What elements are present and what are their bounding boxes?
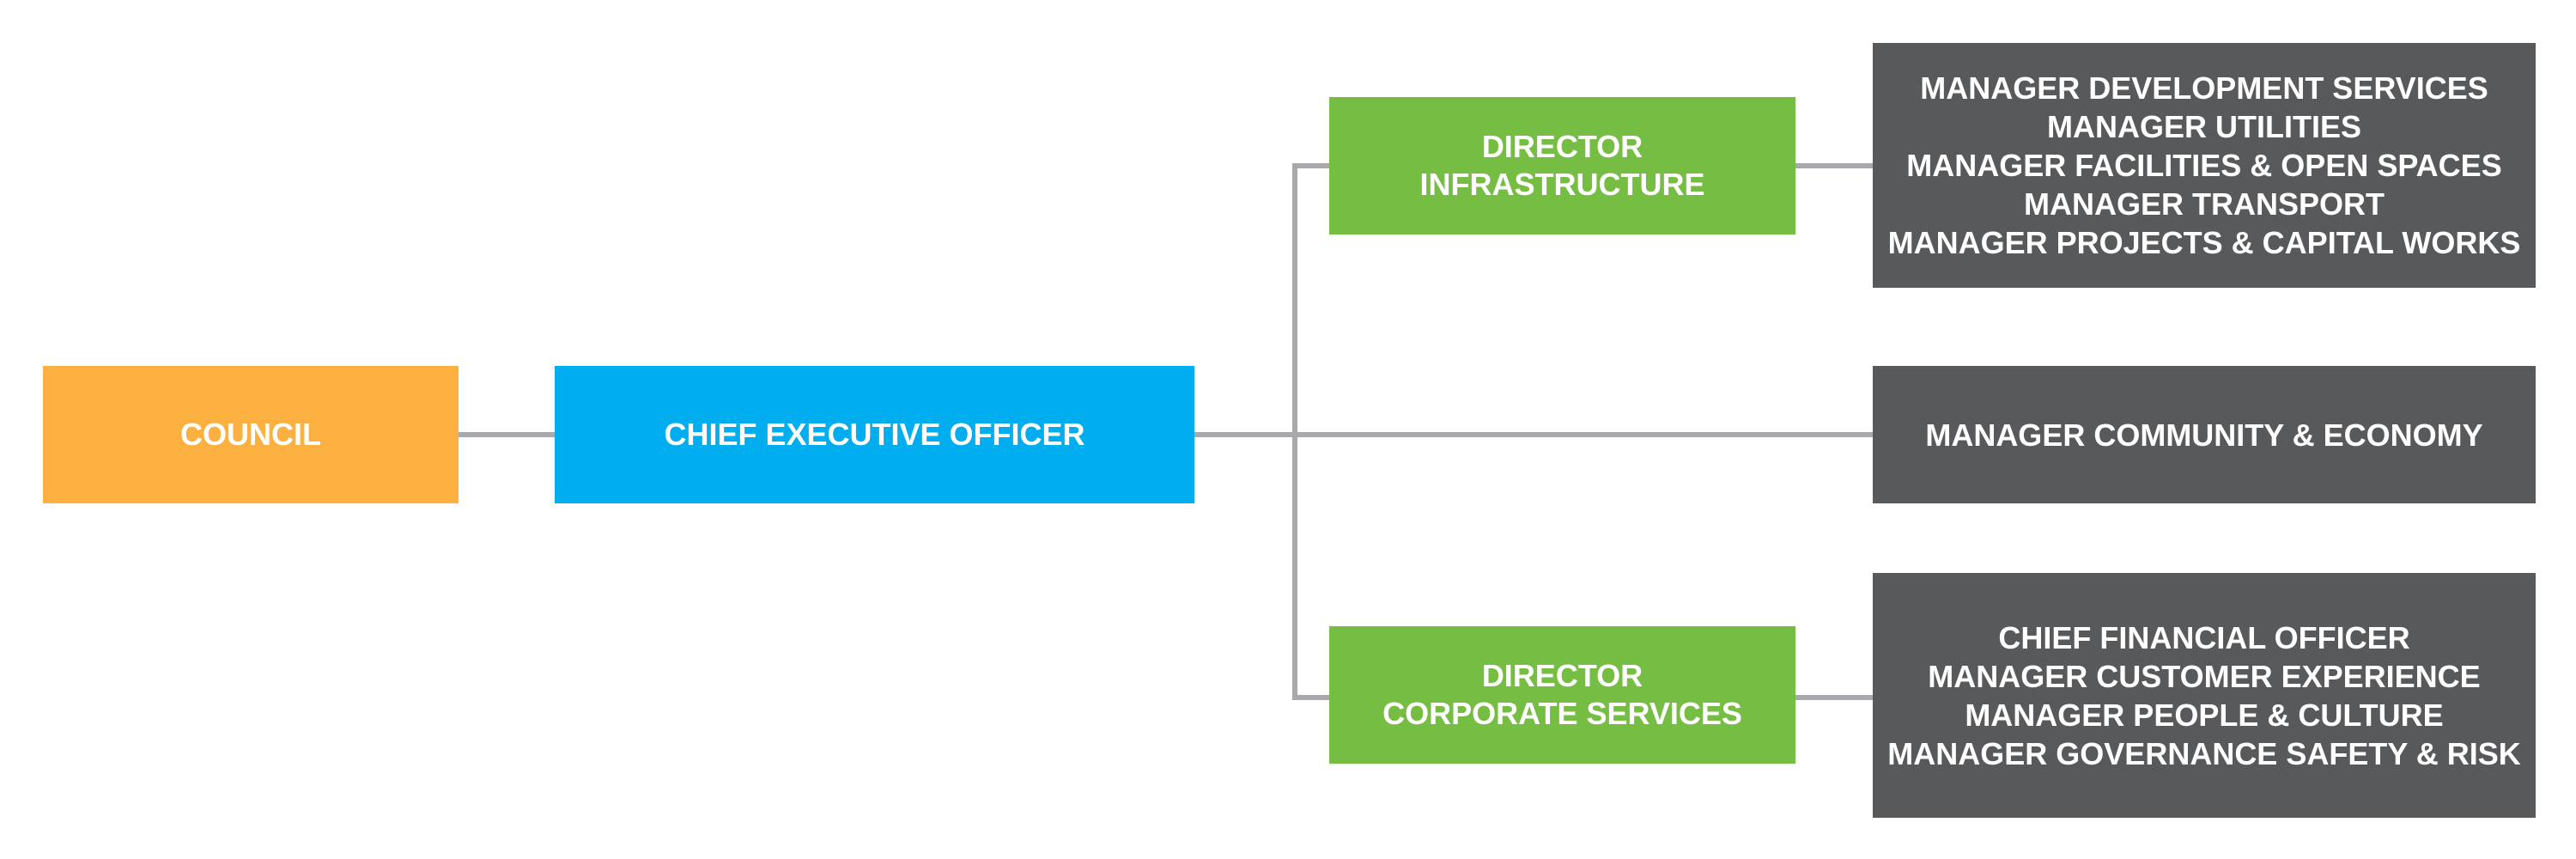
- manager-item: MANAGER DEVELOPMENT SERVICES: [1920, 70, 2488, 106]
- manager-item: MANAGER CUSTOMER EXPERIENCE: [1928, 658, 2481, 694]
- director-infrastructure-line-2: INFRASTRUCTURE: [1419, 167, 1705, 202]
- connector-council-ceo: [459, 432, 555, 437]
- director-corporate-line-2: CORPORATE SERVICES: [1382, 696, 1742, 731]
- ceo-label: CHIEF EXECUTIVE OFFICER: [664, 417, 1085, 452]
- connector-trunk-infrastructure: [1292, 163, 1329, 168]
- manager-item: MANAGER UTILITIES: [2047, 109, 2361, 144]
- infrastructure-managers-box: MANAGER DEVELOPMENT SERVICES MANAGER UTI…: [1873, 43, 2536, 288]
- connector-ceo-community: [1194, 432, 1873, 437]
- director-corporate-line-1: DIRECTOR: [1481, 658, 1643, 693]
- connector-corporate-managers: [1795, 695, 1873, 700]
- community-manager-box: MANAGER COMMUNITY & ECONOMY: [1873, 366, 2536, 503]
- director-corporate-box: DIRECTOR CORPORATE SERVICES: [1329, 626, 1795, 764]
- manager-item: MANAGER PROJECTS & CAPITAL WORKS: [1887, 225, 2521, 260]
- ceo-box: CHIEF EXECUTIVE OFFICER: [555, 366, 1194, 503]
- connector-infrastructure-managers: [1795, 163, 1873, 168]
- manager-item: CHIEF FINANCIAL OFFICER: [1998, 619, 2410, 655]
- manager-item: MANAGER GOVERNANCE SAFETY & RISK: [1887, 735, 2521, 771]
- manager-item: MANAGER PEOPLE & CULTURE: [1965, 697, 2444, 733]
- manager-item: MANAGER TRANSPORT: [2024, 186, 2385, 222]
- corporate-managers-box: CHIEF FINANCIAL OFFICER MANAGER CUSTOMER…: [1873, 573, 2536, 818]
- council-box: COUNCIL: [43, 366, 459, 503]
- council-label: COUNCIL: [180, 417, 321, 452]
- manager-item: MANAGER FACILITIES & OPEN SPACES: [1906, 148, 2502, 183]
- connector-vertical-trunk: [1292, 163, 1297, 700]
- director-infrastructure-box: DIRECTOR INFRASTRUCTURE: [1329, 97, 1795, 235]
- manager-item: MANAGER COMMUNITY & ECONOMY: [1925, 417, 2483, 453]
- director-infrastructure-line-1: DIRECTOR: [1481, 129, 1643, 164]
- connector-trunk-corporate: [1292, 695, 1329, 700]
